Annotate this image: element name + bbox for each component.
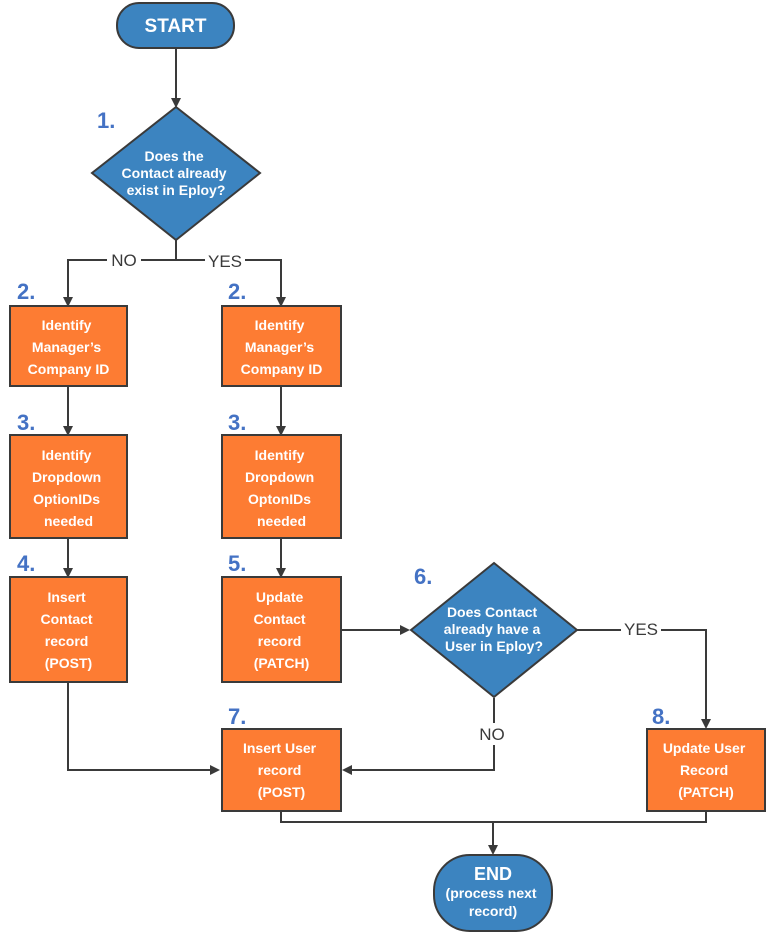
- end-sub-text: (process next record): [446, 885, 541, 919]
- step7-number: 7.: [228, 704, 246, 729]
- step2-right-number: 2.: [228, 279, 246, 304]
- step2-left-line: Manager’s: [32, 339, 101, 355]
- step3-left-line: OptionIDs: [33, 491, 100, 507]
- step8-text: Update User Record (PATCH): [663, 740, 749, 800]
- step3-right-line: needed: [257, 513, 306, 529]
- step5-line: record: [258, 633, 302, 649]
- step7-line: (POST): [258, 784, 305, 800]
- yes1-label: YES: [208, 252, 242, 271]
- step4-line: record: [45, 633, 89, 649]
- end-label: END: [474, 864, 512, 884]
- no6-label: NO: [479, 725, 505, 744]
- step4-line: Contact: [40, 611, 92, 627]
- start-terminal: [116, 2, 235, 49]
- step2-left-number: 2.: [17, 279, 35, 304]
- step3-right-box: [221, 434, 342, 539]
- step7-line: record: [258, 762, 302, 778]
- end-sub-line: record): [469, 903, 517, 919]
- step2-left-box: [9, 305, 128, 387]
- no1-label: NO: [111, 251, 137, 270]
- step5-text: Update Contact record (PATCH): [253, 589, 309, 671]
- step7-box: [221, 728, 342, 812]
- step2-right-line: Identify: [255, 317, 305, 333]
- step6-line: User in Eploy?: [445, 638, 543, 654]
- step8-line: Record: [680, 762, 728, 778]
- edge-6-no: [342, 698, 495, 775]
- step3-right-text: Identify Dropdown OptonIDs needed: [245, 447, 318, 529]
- step3-left-line: Identify: [42, 447, 92, 463]
- step6-number: 6.: [414, 564, 432, 589]
- step8-line: Update User: [663, 740, 746, 756]
- step3-left-number: 3.: [17, 410, 35, 435]
- step6-text: Does Contact already have a User in Eplo…: [444, 604, 544, 654]
- step6-line: Does Contact: [447, 604, 538, 620]
- step3-left-line: Dropdown: [32, 469, 101, 485]
- yes6-label: YES: [624, 620, 658, 639]
- step3-right-number: 3.: [228, 410, 246, 435]
- step2-left-line: Identify: [42, 317, 92, 333]
- step2-right-line: Manager’s: [245, 339, 314, 355]
- step5-box: [221, 576, 342, 683]
- step2-right-text: Identify Manager’s Company ID: [241, 317, 323, 377]
- edge-4-7: [67, 682, 220, 775]
- step3-right-line: Identify: [255, 447, 305, 463]
- step3-right-line: Dropdown: [245, 469, 314, 485]
- step5-line: (PATCH): [254, 655, 309, 671]
- step4-line: Insert: [47, 589, 85, 605]
- end-terminal: [433, 854, 553, 932]
- step7-line: Insert User: [243, 740, 317, 756]
- step1-text: Does the Contact already exist in Eploy?: [122, 148, 231, 198]
- step8-number: 8.: [652, 704, 670, 729]
- step1-line: Does the: [144, 148, 203, 164]
- step2-left-text: Identify Manager’s Company ID: [28, 317, 110, 377]
- step2-right-line: Company ID: [241, 361, 323, 377]
- step1-number: 1.: [97, 108, 115, 133]
- step2-right-box: [221, 305, 342, 387]
- step3-left-line: needed: [44, 513, 93, 529]
- step3-right-line: OptonIDs: [248, 491, 311, 507]
- end-sub-line: (process next: [446, 885, 537, 901]
- step1-decision: [90, 105, 262, 242]
- edge-7-end-a: [280, 811, 707, 823]
- step8-box: [646, 728, 766, 812]
- step1-line: Contact already: [122, 165, 227, 181]
- start-label: START: [145, 16, 207, 37]
- step5-line: Contact: [253, 611, 305, 627]
- step5-line: Update: [256, 589, 304, 605]
- step3-left-text: Identify Dropdown OptionIDs needed: [32, 447, 105, 529]
- no1-label-bg: [107, 249, 141, 271]
- step3-left-box: [9, 434, 128, 539]
- step4-number: 4.: [17, 551, 35, 576]
- step6-decision: [409, 561, 579, 699]
- yes1-label-bg: [205, 250, 245, 272]
- step1-line: exist in Eploy?: [127, 182, 226, 198]
- step6-line: already have a: [444, 621, 541, 637]
- step5-number: 5.: [228, 551, 246, 576]
- step8-line: (PATCH): [678, 784, 733, 800]
- edge-6-yes: [576, 629, 711, 729]
- step4-box: [9, 576, 128, 683]
- yes6-label-bg: [621, 619, 661, 641]
- step4-line: (POST): [45, 655, 92, 671]
- no6-label-bg: [474, 723, 512, 745]
- step2-left-line: Company ID: [28, 361, 110, 377]
- step4-text: Insert Contact record (POST): [40, 589, 96, 671]
- step7-text: Insert User record (POST): [243, 740, 320, 800]
